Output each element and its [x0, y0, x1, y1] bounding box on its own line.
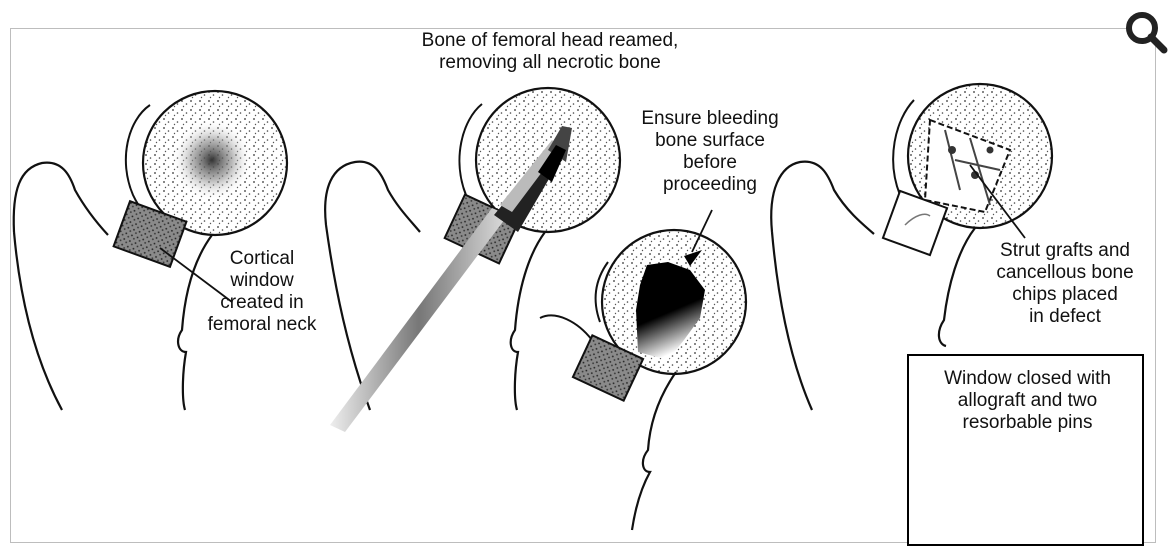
- magnifier-icon[interactable]: [1124, 10, 1168, 54]
- bleeding-label: Ensure bleeding bone surface before proc…: [615, 108, 805, 196]
- cortical-label: Cortical window created in femoral neck: [188, 248, 336, 336]
- strut-label: Strut grafts and cancellous bone chips p…: [975, 240, 1155, 328]
- femur-panel-2: [315, 88, 620, 445]
- femur-panel-3: [540, 210, 746, 530]
- reamer-instrument: [315, 126, 572, 445]
- window-closed-label: Window closed with allograft and two res…: [920, 368, 1135, 434]
- reamed-label: Bone of femoral head reamed, removing al…: [405, 30, 695, 74]
